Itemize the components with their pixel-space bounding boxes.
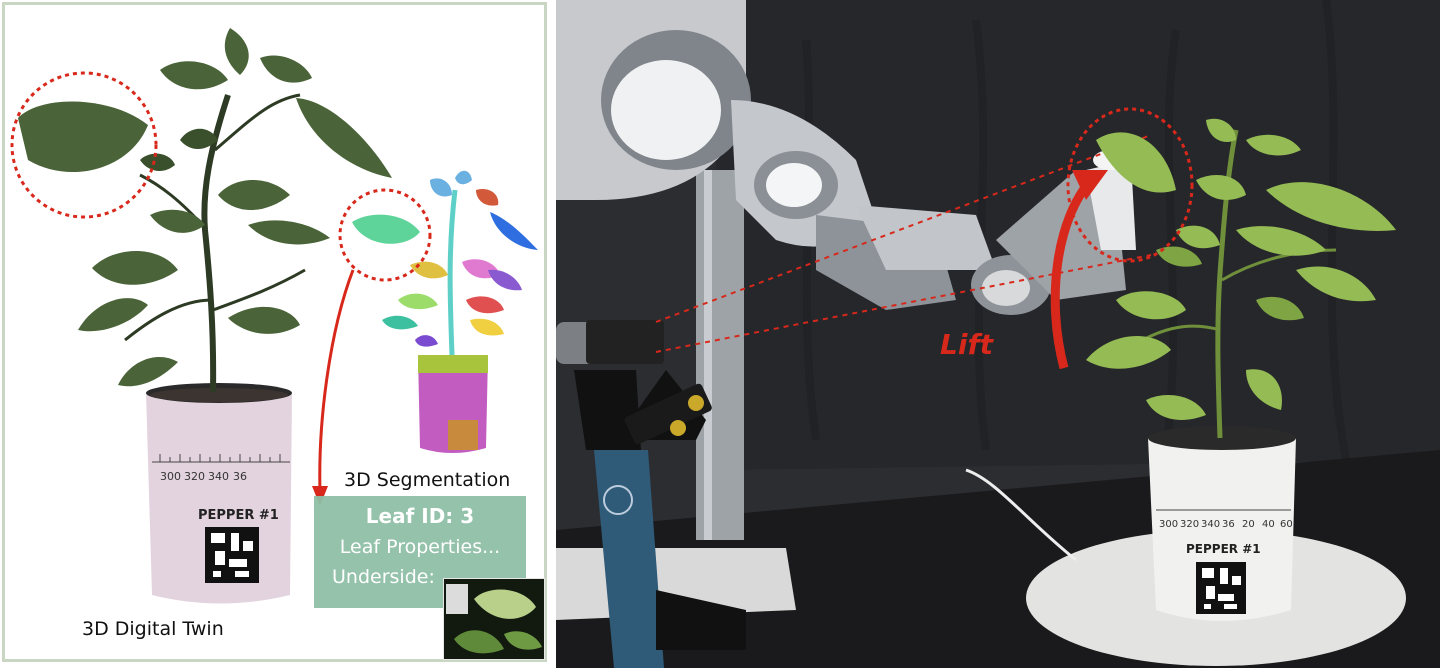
pot-scale-number: 40: [1262, 519, 1275, 530]
lift-arrow: [1050, 177, 1095, 370]
pot-scale-number: 36: [233, 470, 247, 483]
pot-scale-number: 300: [160, 470, 181, 483]
annotation-layer: [1050, 107, 1194, 370]
digital-twin-pot: 300 320 340 36 PEPPER #1: [146, 383, 292, 604]
highlight-circle: [338, 188, 432, 282]
pot-label: PEPPER #1: [1186, 542, 1261, 556]
pot-scale-number: 340: [1201, 519, 1220, 530]
link-arrow: [318, 269, 355, 493]
left-panel: 300 320 340 36 PEPPER #1: [0, 0, 552, 668]
segmentation-caption: 3D Segmentation: [344, 469, 511, 491]
real-pot: 300 320 340 36 20 40 60 PEPPER #1: [1148, 426, 1296, 621]
leaf-underside-thumbnail: [443, 578, 545, 660]
pot-scale-number: 320: [1180, 519, 1199, 530]
robot-scene-photo: 300 320 340 36 20 40 60 PEPPER #1: [556, 0, 1440, 668]
arrow-head-icon: [1072, 170, 1108, 200]
pot-scale-number: 320: [184, 470, 205, 483]
leaf-underside-text: Underside:: [332, 566, 435, 588]
digital-twin-plant: [18, 28, 392, 393]
leaf-underside-image: [444, 579, 544, 659]
pot-scale-number: 300: [1159, 519, 1178, 530]
segmentation-plant: [352, 170, 538, 453]
robot-arm: [556, 0, 1136, 315]
fiducial-marker-icon: [1196, 562, 1246, 614]
right-panel: 300 320 340 36 20 40 60 PEPPER #1: [556, 0, 1440, 668]
pot-scale-number: 20: [1242, 519, 1255, 530]
pot-scale-number: 340: [208, 470, 229, 483]
panel-frame: [2, 2, 547, 662]
pot-label: PEPPER #1: [198, 508, 279, 523]
leaf-id-text: Leaf ID: 3: [365, 504, 475, 528]
real-plant: [1086, 118, 1396, 439]
digital-twin-caption: 3D Digital Twin: [82, 618, 224, 640]
highlight-circle: [10, 71, 158, 219]
lift-label: Lift: [940, 328, 994, 361]
camera-mount: [556, 320, 746, 668]
highlight-circle: [1066, 107, 1194, 263]
pot-scale-number: 36: [1222, 519, 1235, 530]
digital-twin-illustration: 300 320 340 36 PEPPER #1: [10, 28, 538, 604]
leaf-properties-text: Leaf Properties...: [339, 536, 501, 558]
pot-scale-number: 60: [1280, 519, 1293, 530]
fiducial-marker-icon: [205, 527, 259, 583]
